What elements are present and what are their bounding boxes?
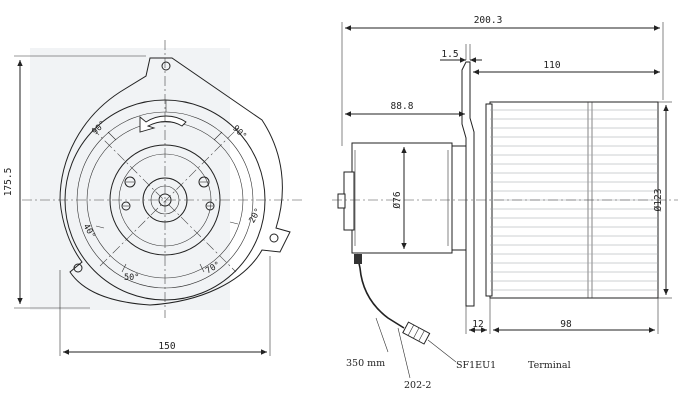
height-dimension-label: 175.5 bbox=[3, 168, 14, 197]
lead-length-leader bbox=[375, 317, 389, 353]
front-view: 90° 90° 40° 50° 70° 20° 175.5 150 bbox=[3, 40, 305, 356]
flange-thickness-label: 1.5 bbox=[441, 49, 458, 60]
flange-plate bbox=[461, 61, 475, 307]
angle-label-bottom-left: 50° bbox=[124, 273, 139, 283]
motor-shaft-stub bbox=[337, 193, 346, 209]
connector-code-leader bbox=[427, 339, 457, 363]
ring-ticks bbox=[95, 100, 239, 273]
wire-grommet bbox=[354, 254, 362, 264]
side-view: 200.3 1.5 110 88.8 bbox=[332, 15, 678, 391]
width-dimension-label: 150 bbox=[158, 341, 175, 352]
wire-spec-label: 202-2 bbox=[404, 380, 431, 391]
rotation-arrow bbox=[139, 115, 187, 133]
wire-spec-leader bbox=[397, 327, 411, 379]
hub-offset-label: 12 bbox=[472, 319, 483, 330]
connector-code-label: SF1EU1 bbox=[456, 360, 496, 371]
wheel-diameter-dimension bbox=[658, 101, 672, 299]
height-dimension bbox=[14, 55, 146, 309]
motor-collar bbox=[451, 145, 467, 251]
connector bbox=[402, 321, 431, 345]
mounting-hole-right bbox=[269, 233, 279, 243]
flange-thickness-dimension bbox=[440, 44, 482, 63]
motor-diameter-label: Ø76 bbox=[392, 191, 403, 208]
motor-length-label: 88.8 bbox=[391, 101, 414, 112]
wheel-width-dimension bbox=[469, 62, 660, 78]
overall-length-dimension bbox=[341, 22, 664, 146]
angle-label-right: 20° bbox=[247, 207, 263, 225]
motor-screws bbox=[121, 176, 215, 211]
lead-length-label: 350 mm bbox=[346, 358, 385, 369]
lead-wire bbox=[356, 253, 405, 329]
mounting-plate bbox=[59, 57, 291, 306]
mounting-hole-top bbox=[161, 61, 171, 71]
overall-length-label: 200.3 bbox=[474, 15, 503, 26]
connector-terminal-label: Terminal bbox=[528, 360, 571, 371]
front-centerline-diagonal-b bbox=[91, 127, 237, 273]
front-view-shading bbox=[30, 48, 230, 310]
wheel-diameter-label: Ø123 bbox=[653, 189, 664, 212]
hub-offset-dimension bbox=[465, 298, 659, 334]
width-dimension bbox=[59, 256, 271, 356]
mounting-hole-left bbox=[73, 263, 83, 273]
wheel-width-label: 110 bbox=[543, 60, 560, 71]
wheel-depth-label: 98 bbox=[560, 319, 572, 330]
front-centerline-diagonal-a bbox=[99, 127, 239, 267]
